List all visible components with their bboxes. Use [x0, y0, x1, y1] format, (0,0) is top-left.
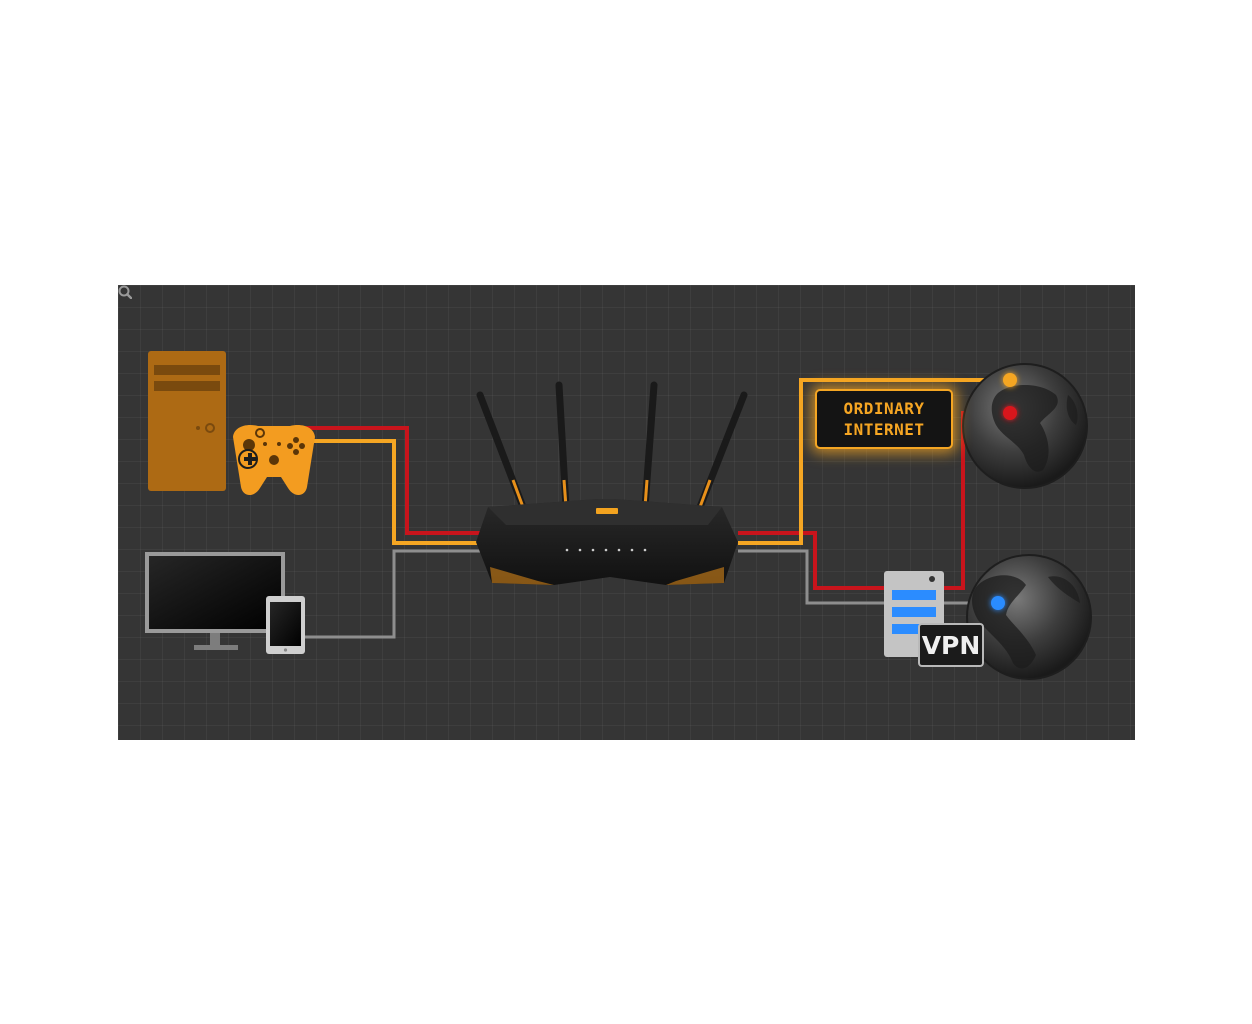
endpoint-dots: [991, 373, 1017, 610]
orange-line-right: [738, 378, 1010, 545]
monitor-icon: [145, 552, 285, 650]
connection-lines: [272, 378, 1010, 639]
ordinary-internet-label: ORDINARY INTERNET: [815, 389, 953, 449]
globe-icon: [966, 554, 1092, 680]
network-diagram: ORDINARY INTERNET VPN: [118, 285, 1135, 740]
vpn-text: VPN: [921, 630, 981, 660]
orange-endpoint: [1003, 373, 1017, 387]
gray-line-left: [272, 549, 490, 639]
red-line-right: [738, 531, 886, 590]
red-line-left: [304, 426, 490, 535]
router-icon: [476, 381, 748, 585]
orange-line-left: [304, 439, 490, 545]
gamepad-icon: [233, 425, 315, 496]
vpn-label: VPN: [918, 623, 984, 667]
blue-endpoint: [991, 596, 1005, 610]
diagram-canvas: [145, 351, 1092, 680]
zoom-icon[interactable]: [118, 285, 132, 299]
desktop-pc-icon: [148, 351, 226, 491]
red-endpoint: [1003, 406, 1017, 420]
globe-icon: [962, 363, 1088, 489]
ordinary-internet-text: ORDINARY INTERNET: [843, 399, 925, 439]
gray-line-right: [738, 549, 886, 605]
tablet-icon: [266, 596, 305, 654]
